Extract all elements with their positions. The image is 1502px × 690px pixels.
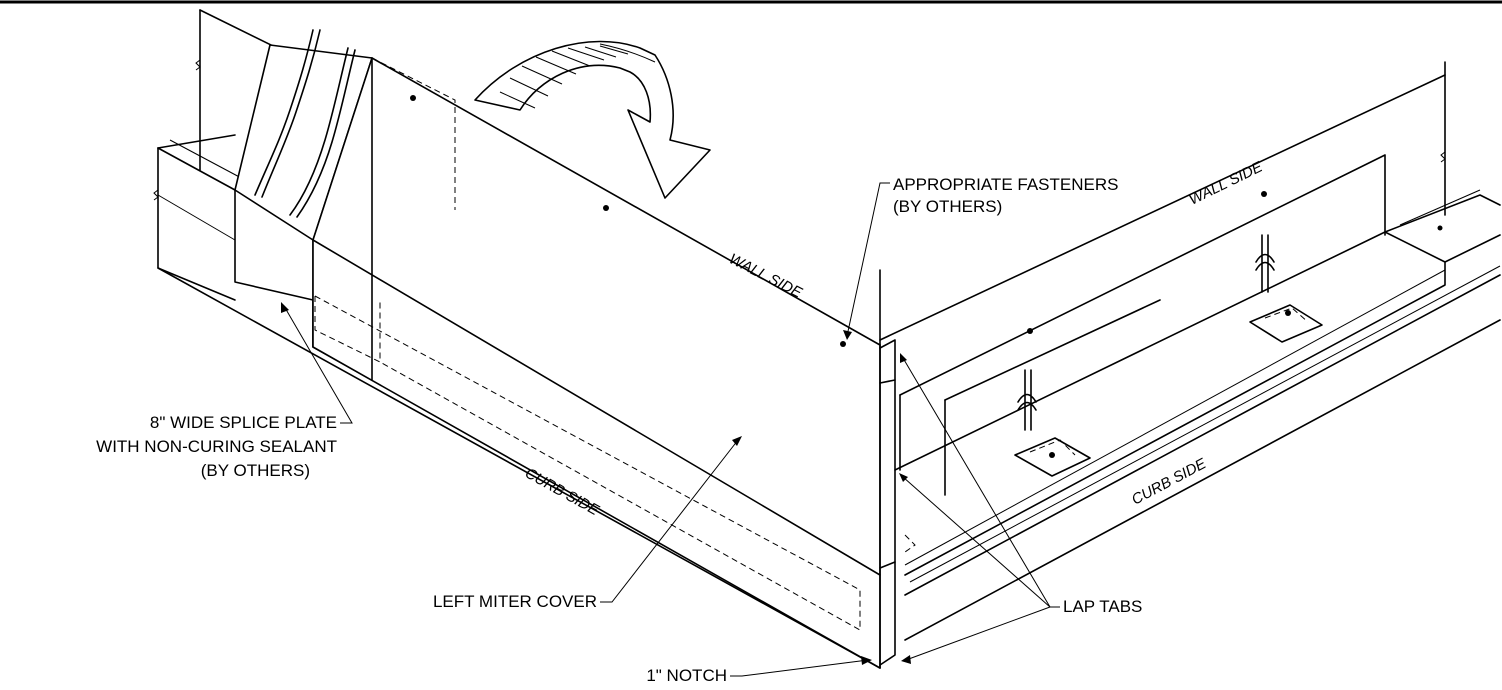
sealant-bead xyxy=(1017,369,1037,431)
fasteners-label-line1: APPROPRIATE FASTENERS xyxy=(893,175,1118,194)
right-curb xyxy=(894,189,1501,641)
sealant-bead xyxy=(289,47,356,218)
hidden-edge xyxy=(314,296,381,363)
fastener-dot xyxy=(410,95,416,101)
fastener-dot xyxy=(1261,191,1267,197)
right-wall xyxy=(879,61,1446,496)
fastener-dot xyxy=(1027,328,1033,334)
curved-motion-arrow xyxy=(474,40,711,199)
curb-side-label-right: CURB SIDE xyxy=(1129,455,1210,509)
corner-posts xyxy=(879,269,896,669)
fastener-dot xyxy=(840,341,846,347)
hidden-edge xyxy=(314,295,861,631)
miter-cover-label: LEFT MITER COVER xyxy=(433,592,597,611)
sealant-bead xyxy=(1255,234,1275,293)
callout-labels: APPROPRIATE FASTENERS (BY OTHERS) 8" WID… xyxy=(96,175,1142,685)
fastener-dot xyxy=(1049,452,1055,458)
left-miter-cover xyxy=(312,57,881,669)
sealant-bead xyxy=(254,29,321,198)
splice-plate-label-line2: WITH NON-CURING SEALANT xyxy=(96,437,337,456)
notch-label: 1" NOTCH xyxy=(646,666,727,685)
fastener-dot xyxy=(603,205,609,211)
fasteners-label-line2: (BY OTHERS) xyxy=(893,197,1002,216)
lap-tabs-label: LAP TABS xyxy=(1063,597,1142,616)
fastener-dot xyxy=(1285,310,1291,316)
lap-tab-details xyxy=(1014,191,1323,477)
leader-lines xyxy=(281,182,1060,677)
fastener-dot xyxy=(1437,225,1443,231)
splice-plate-label-line3: (BY OTHERS) xyxy=(201,461,310,480)
wall-side-label-right: WALL SIDE xyxy=(1186,158,1266,209)
splice-plate-label-line1: 8" WIDE SPLICE PLATE xyxy=(150,413,337,432)
hidden-edge xyxy=(371,57,456,210)
